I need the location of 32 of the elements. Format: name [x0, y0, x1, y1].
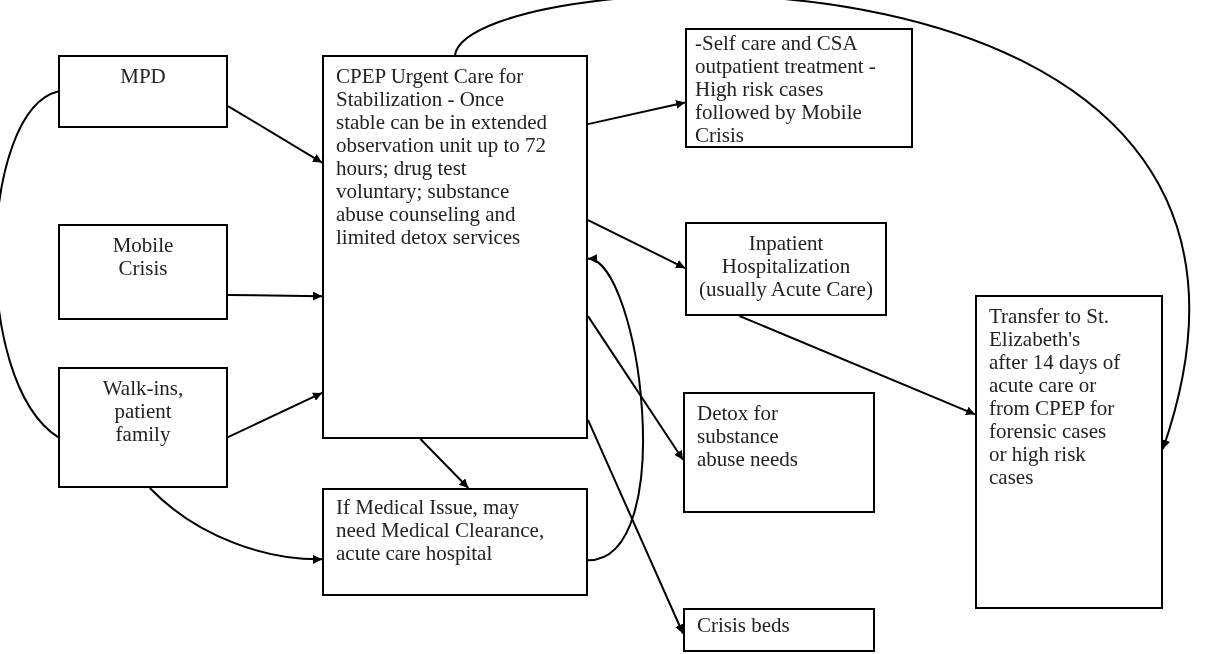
arrow [454, 0, 1190, 450]
box-text: Walk-ins, patient family [101, 377, 185, 446]
process-box [685, 222, 887, 316]
arrow [738, 315, 976, 416]
arrow [227, 291, 323, 301]
box-text: MPD [119, 65, 167, 88]
box-text: -Self care and CSA outpatient treatment -High risk cases followed by Mobile Crisis [695, 32, 877, 147]
process-box [58, 224, 228, 320]
box-text: Detox for substance abuse needs [697, 402, 799, 471]
box-text: CPEP Urgent Care for Stabilization - Once stable can be in extended observation unit up to 72 hours; drug test voluntary; substance abuse counseling and limited detox services [336, 65, 549, 249]
arrow [587, 100, 686, 126]
arrow [227, 105, 323, 164]
arrow [148, 487, 323, 564]
process-box [322, 488, 588, 596]
arrow [587, 257, 644, 562]
box-text: Inpatient Hospitalization (usually Acute Care) [698, 232, 874, 301]
process-box [683, 392, 875, 513]
process-box [58, 55, 228, 128]
arrow [587, 315, 684, 461]
connector-line [0, 90, 59, 439]
box-text: If Medical Issue, may need Medical Clearance, acute care hospital [336, 496, 546, 565]
arrow [227, 391, 323, 439]
box-text: Crisis beds [697, 614, 791, 637]
process-box [975, 295, 1163, 609]
arrow [419, 438, 470, 489]
box-text: Transfer to St. Elizabeth's after 14 days of acute care or from CPEP for forensic cases or high risk cases [989, 305, 1121, 489]
process-box [685, 28, 913, 148]
box-text: Mobile Crisis [111, 234, 175, 280]
process-box [683, 608, 875, 652]
process-box [58, 367, 228, 488]
process-box [322, 55, 588, 439]
arrow [587, 219, 686, 270]
